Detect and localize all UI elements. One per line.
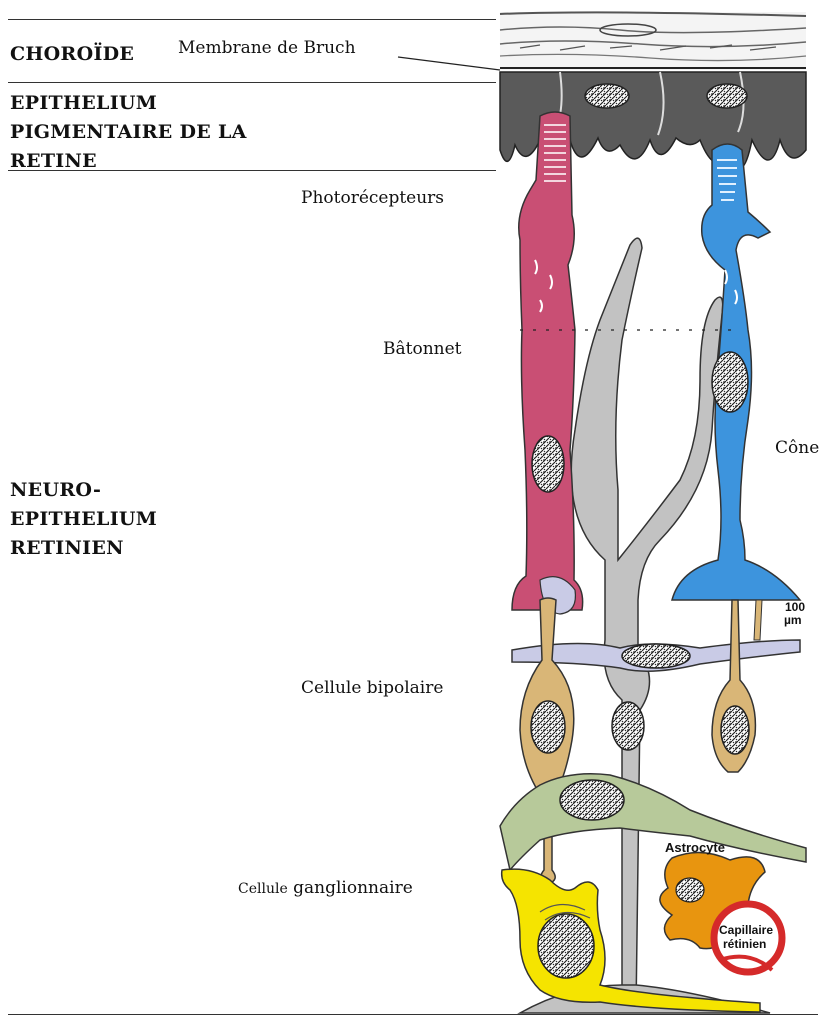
scale-unit: µm	[784, 613, 802, 627]
cone-cell	[672, 144, 800, 600]
bruch-leader-line	[398, 57, 500, 70]
capillaire-text-2: rétinien	[723, 937, 766, 951]
capillaire-text-1: Capillaire	[719, 923, 773, 937]
choroid-layer	[500, 12, 806, 70]
astrocyte-text: Astrocyte	[665, 840, 725, 855]
bipolar-cell-right	[712, 600, 762, 772]
rod-cell	[512, 112, 583, 614]
scale-value: 100	[785, 600, 805, 614]
